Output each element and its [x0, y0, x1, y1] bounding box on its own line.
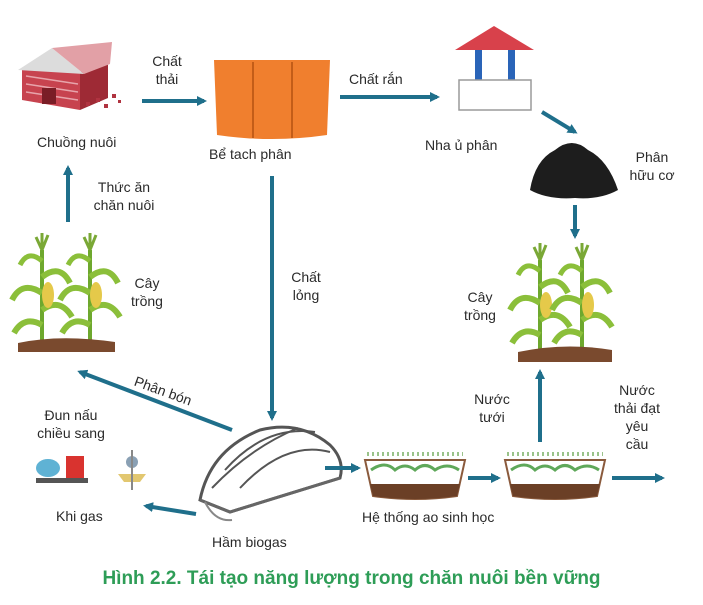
- arrow-biogas-to-crops: [77, 369, 233, 432]
- crops-left: [12, 233, 120, 352]
- pond-right: [503, 452, 607, 501]
- pond-left: [363, 452, 467, 501]
- arrow-biogas-to-gas: [143, 502, 197, 516]
- crops-right: [510, 243, 612, 362]
- label-ham-biogas: Hầm biogas: [212, 534, 287, 550]
- figure-caption: Hình 2.2. Tái tạo năng lượng trong chăn …: [102, 568, 601, 589]
- compost-house: [455, 26, 534, 111]
- label-chuong-nuoi: Chuồng nuôi: [37, 134, 117, 150]
- barn-illustration: [18, 42, 121, 110]
- flow-arrows: [63, 92, 665, 516]
- label-khi-gas: Khi gas: [56, 508, 103, 524]
- label-ao-sinh-hoc: Hệ thống ao sinh học: [362, 509, 495, 525]
- biogas-digester: [198, 425, 343, 522]
- label-nha-u-phan: Nha ủ phân: [425, 137, 498, 153]
- edge-label-chat-ran: Chất rắn: [349, 71, 403, 87]
- label-be-tach-phan: Bể tach phân: [209, 146, 292, 162]
- stove-and-lamp: [36, 450, 146, 490]
- separation-tank: [214, 60, 330, 139]
- humus-pile: [530, 143, 618, 199]
- arrow-compost-to-humus: [540, 110, 578, 134]
